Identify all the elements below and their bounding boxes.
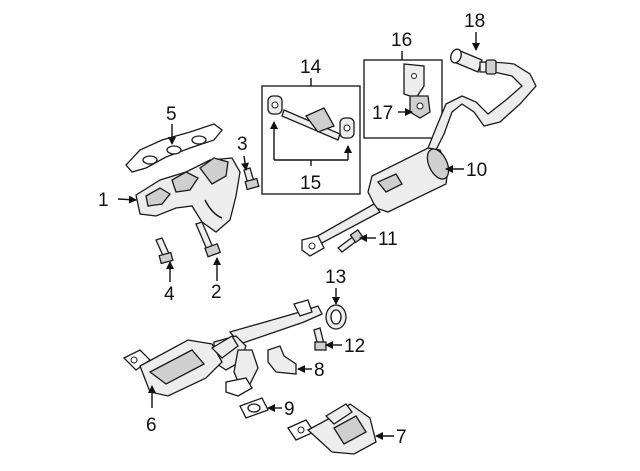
callout-labels: 1 2 3 4 5 6 7 8 9 10 11 12 13 14 15 16 1…	[98, 11, 487, 448]
callout-14: 14	[300, 57, 322, 78]
callout-9: 9	[284, 399, 295, 420]
callout-15: 15	[300, 173, 321, 194]
flange-gasket	[239, 397, 269, 419]
callout-5: 5	[166, 104, 177, 125]
callout-2: 2	[211, 282, 222, 303]
callout-7: 7	[396, 427, 407, 448]
callout-18: 18	[464, 11, 485, 32]
stud-4	[155, 237, 174, 265]
callout-4: 4	[164, 284, 175, 305]
callout-17: 17	[372, 103, 393, 124]
callout-12: 12	[344, 336, 365, 357]
callout-11: 11	[378, 229, 398, 250]
callout-6: 6	[146, 415, 157, 436]
leader-lines	[117, 32, 480, 440]
stud-bolt-2	[195, 221, 222, 258]
manifold-gasket	[125, 123, 223, 173]
callout-8: 8	[314, 360, 325, 381]
callout-3: 3	[237, 134, 248, 155]
bolt-3	[243, 167, 260, 191]
catalytic-converter-left	[122, 335, 239, 397]
callout-16: 16	[391, 30, 412, 51]
exhaust-manifold	[135, 157, 241, 233]
callout-1: 1	[98, 190, 109, 211]
catalytic-converter-right	[287, 403, 377, 455]
bracket-box	[363, 59, 443, 139]
muffler	[301, 147, 450, 257]
bolt-11	[337, 228, 364, 253]
bolt-12	[313, 327, 327, 351]
seal-ring	[325, 304, 347, 330]
hanger-assembly-box	[261, 85, 361, 195]
callout-10: 10	[466, 160, 487, 181]
bracket-8	[267, 345, 297, 375]
tail-pipe	[427, 48, 537, 151]
callout-13: 13	[325, 267, 346, 288]
